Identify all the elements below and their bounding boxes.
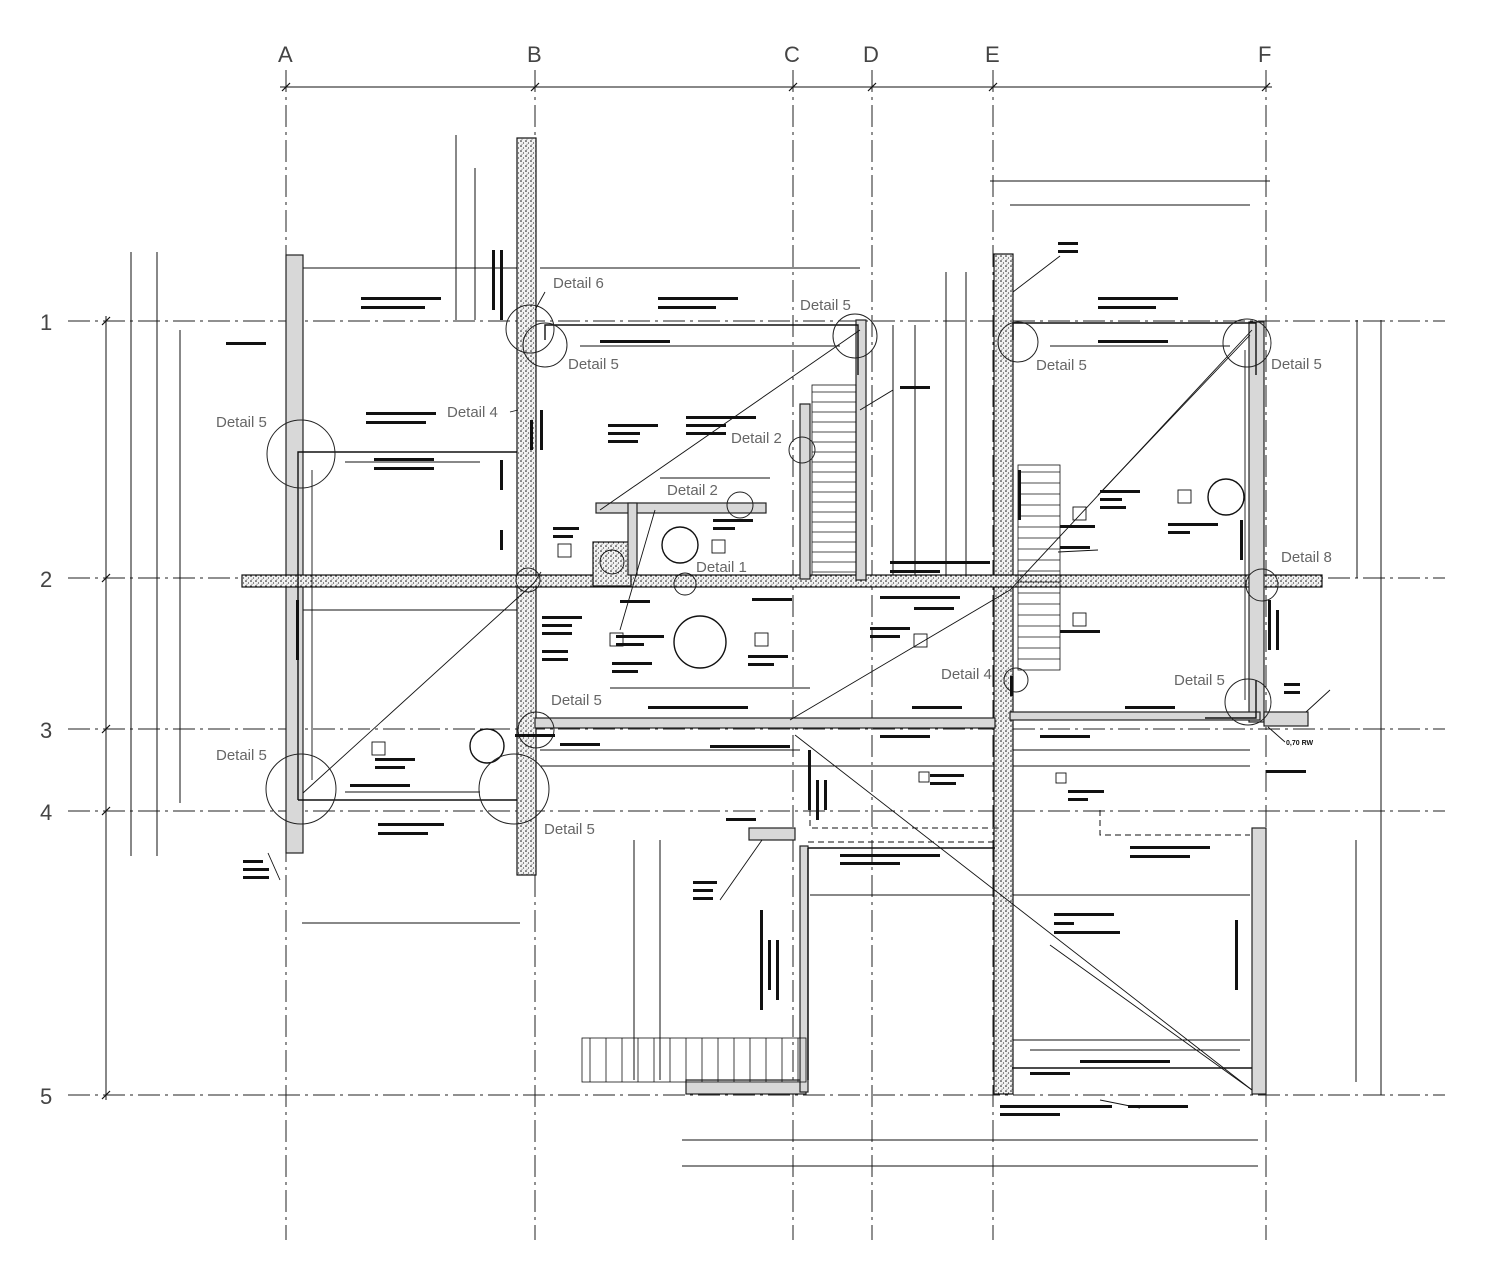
detail-label-4-e: Detail 4 bbox=[941, 666, 992, 683]
axis-label-row-5: 5 bbox=[40, 1084, 52, 1109]
detail-label-8: Detail 8 bbox=[1281, 549, 1332, 566]
axis-label-col-a: A bbox=[278, 42, 293, 67]
detail-label-2-b: Detail 2 bbox=[667, 482, 718, 499]
detail-label-5-e1: Detail 5 bbox=[1036, 357, 1087, 374]
axis-label-row-4: 4 bbox=[40, 800, 52, 825]
tiny-notes-vertical bbox=[296, 250, 1279, 1010]
detail-label-5-f3: Detail 5 bbox=[1174, 672, 1225, 689]
detail-circles bbox=[265, 304, 1279, 825]
axis-label-col-d: D bbox=[863, 42, 879, 67]
detail-label-5-top-b: Detail 5 bbox=[568, 356, 619, 373]
detail-label-4-left: Detail 4 bbox=[447, 404, 498, 421]
detail-label-6: Detail 6 bbox=[553, 275, 604, 292]
detail-label-5-b3: Detail 5 bbox=[551, 692, 602, 709]
detail-label-5-b4: Detail 5 bbox=[544, 821, 595, 838]
round-openings bbox=[469, 478, 1245, 764]
detail-label-5-left: Detail 5 bbox=[216, 414, 267, 431]
axis-label-col-e: E bbox=[985, 42, 1000, 67]
walls bbox=[241, 137, 1323, 1095]
dimension-lines bbox=[101, 82, 1382, 1167]
detail-labels: Detail 6 Detail 5 Detail 5 Detail 5 Deta… bbox=[216, 275, 1332, 838]
detail-label-1: Detail 1 bbox=[696, 559, 747, 576]
tiny-notes bbox=[226, 242, 1306, 1116]
fixtures bbox=[371, 489, 1192, 784]
leader-lines bbox=[267, 255, 1331, 1109]
axis-label-row-1: 1 bbox=[40, 310, 52, 335]
axis-label-row-3: 3 bbox=[40, 718, 52, 743]
axis-label-col-b: B bbox=[527, 42, 542, 67]
axis-label-col-c: C bbox=[784, 42, 800, 67]
stairs bbox=[581, 384, 1061, 1083]
elevation-note-070-rw: 0,70 RW bbox=[1286, 740, 1313, 747]
axis-label-row-2: 2 bbox=[40, 567, 52, 592]
axis-label-col-f: F bbox=[1258, 42, 1271, 67]
detail-label-5-top-d: Detail 5 bbox=[800, 297, 851, 314]
detail-label-5-f1: Detail 5 bbox=[1271, 356, 1322, 373]
axis-labels: A B C D E F 1 2 3 4 5 bbox=[40, 42, 1271, 1109]
detail-label-5-left-4: Detail 5 bbox=[216, 747, 267, 764]
detail-label-2-a: Detail 2 bbox=[731, 430, 782, 447]
